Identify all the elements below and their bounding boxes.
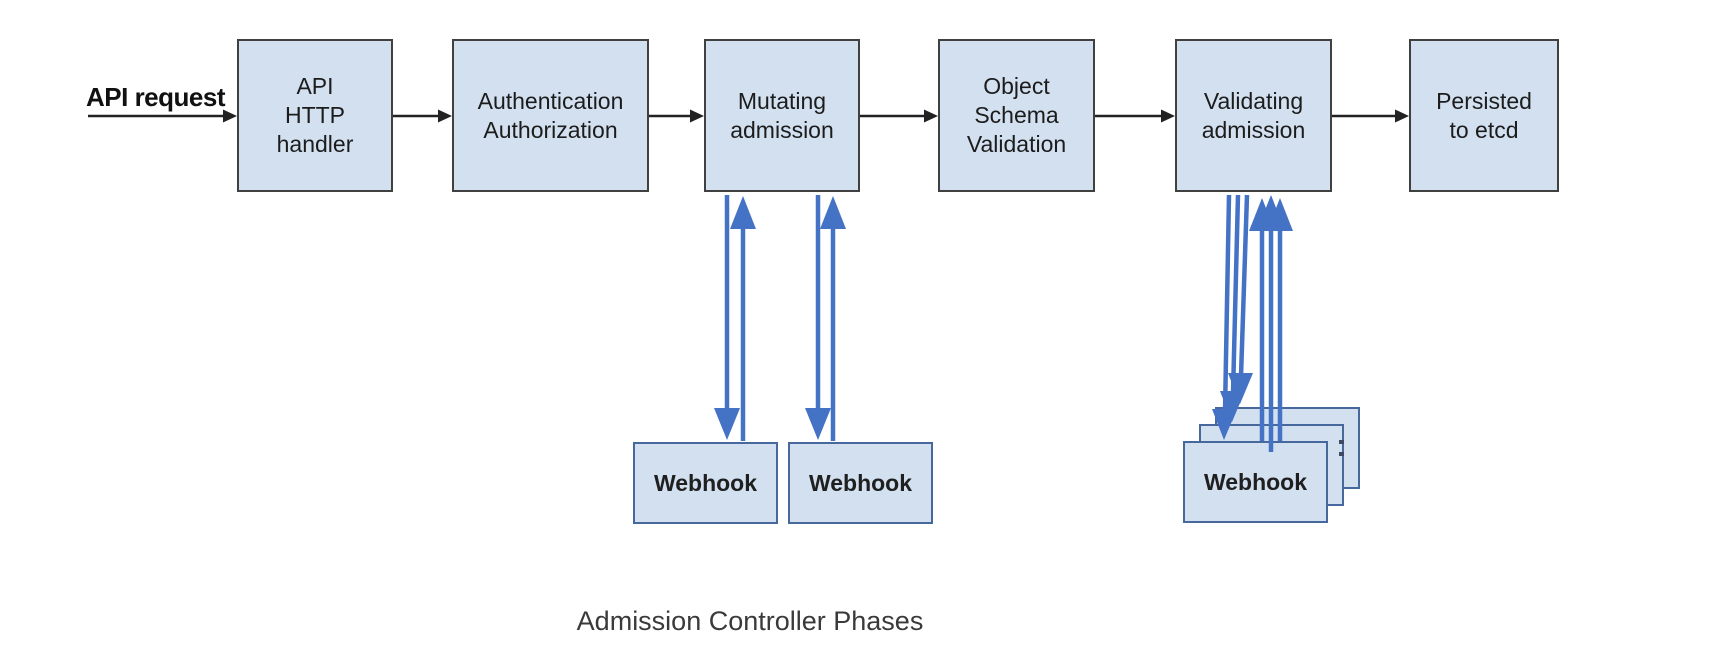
connector-auth-to-mutating xyxy=(649,109,704,123)
phase-label-object-schema-validation: Object Schema Validation xyxy=(966,73,1067,157)
mutating-webhook-label-1: Webhook xyxy=(653,469,758,496)
connector-validating-to-etcd xyxy=(1332,109,1409,123)
phase-label-mutating-admission: Mutating admission xyxy=(730,87,834,143)
phase-box-api-http-handler: API HTTP handler xyxy=(237,39,393,192)
mutating-webhook-label-2: Webhook xyxy=(808,469,913,496)
validating-webhook-box-front: Webhook xyxy=(1183,441,1328,523)
mutating-webhook2-return-arrow-up xyxy=(820,196,846,441)
connector-schema-to-validating xyxy=(1095,109,1175,123)
mutating-webhook-box-2: Webhook xyxy=(788,442,933,524)
mutating-webhook2-call-arrow-down xyxy=(805,195,831,440)
diagram-caption: Admission Controller Phases xyxy=(576,606,924,636)
mutating-webhook1-call-arrow-down xyxy=(714,195,740,440)
validating-webhook-call-arrow-down-2 xyxy=(1220,194,1245,422)
phase-box-validating-admission: Validating admission xyxy=(1175,39,1332,192)
webhook-stack-ellipsis-dot xyxy=(1339,440,1344,444)
phase-box-mutating-admission: Mutating admission xyxy=(704,39,860,192)
mutating-webhook1-return-arrow-up xyxy=(730,196,756,441)
phase-box-persisted-to-etcd: Persisted to etcd xyxy=(1409,39,1559,192)
phase-label-validating-admission: Validating admission xyxy=(1201,87,1306,143)
webhook-stack-ellipsis-dot xyxy=(1339,452,1344,456)
phase-box-object-schema-validation: Object Schema Validation xyxy=(938,39,1095,192)
phase-label-authentication-authorization: Authentication Authorization xyxy=(477,87,624,143)
validating-webhook-call-arrow-down-3 xyxy=(1212,194,1237,440)
phase-box-authentication-authorization: Authentication Authorization xyxy=(452,39,649,192)
api-request-label: API request xyxy=(86,82,226,112)
mutating-webhook-box-1: Webhook xyxy=(633,442,778,524)
validating-webhook-return-arrow-up-1 xyxy=(1249,198,1275,441)
validating-webhook-label: Webhook xyxy=(1203,468,1308,495)
connector-mutating-to-schema xyxy=(860,109,938,123)
validating-webhook-return-arrow-up-3 xyxy=(1267,198,1293,441)
validating-webhook-call-arrow-down-1 xyxy=(1228,194,1253,404)
phase-label-persisted-to-etcd: Persisted to etcd xyxy=(1436,87,1532,143)
phase-label-api-http-handler: API HTTP handler xyxy=(276,73,354,157)
connector-handler-to-auth xyxy=(393,109,452,123)
